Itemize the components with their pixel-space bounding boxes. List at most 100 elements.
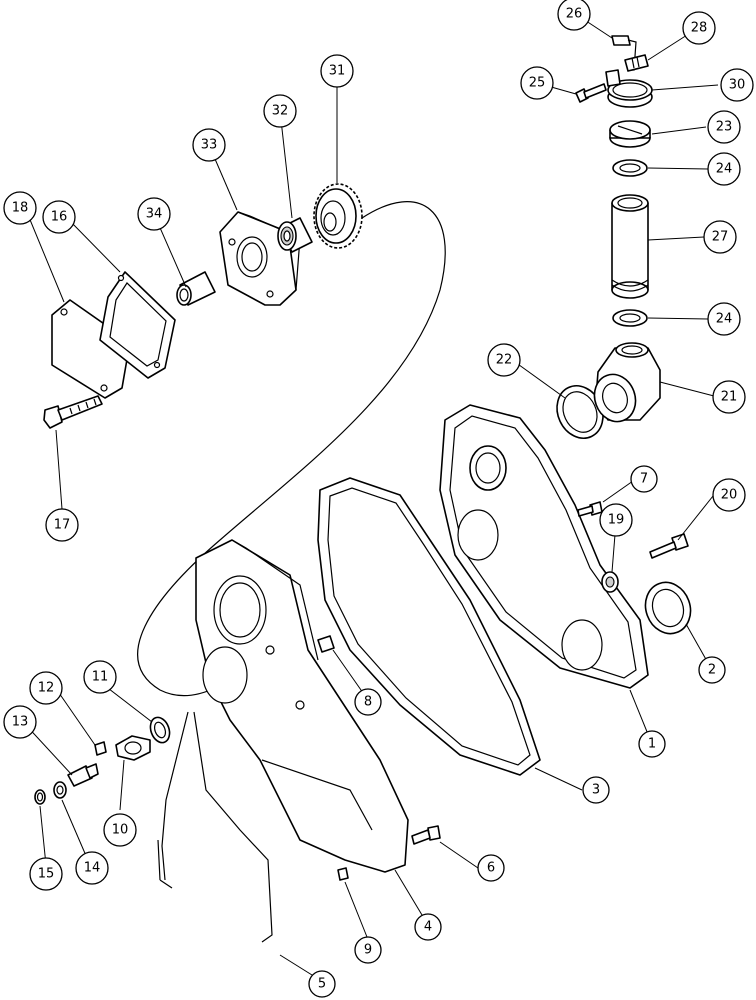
callout-label: 14 xyxy=(84,861,101,876)
callout: 30 xyxy=(720,68,754,102)
callout-label: 27 xyxy=(712,230,729,245)
callout-label: 21 xyxy=(721,390,738,405)
washer-part xyxy=(53,781,67,799)
callout: 19 xyxy=(599,503,633,537)
callout: 28 xyxy=(682,11,716,45)
callout: 24 xyxy=(707,302,741,336)
callout-label: 34 xyxy=(146,207,163,222)
bearing-part xyxy=(277,217,313,253)
filler-cap-part xyxy=(609,120,651,148)
callout-label: 25 xyxy=(529,76,546,91)
callout-label: 7 xyxy=(640,472,648,487)
callout-label: 20 xyxy=(721,488,738,503)
callout: 16 xyxy=(42,200,76,234)
water-outlet-part xyxy=(115,735,151,761)
filler-tube-part xyxy=(611,194,649,299)
callout-label: 13 xyxy=(12,715,29,730)
callout: 33 xyxy=(192,128,226,162)
callout-label: 22 xyxy=(496,353,513,368)
clamp-screw-part xyxy=(624,54,649,72)
callout: 4 xyxy=(414,913,442,941)
seal-ring-upper-part xyxy=(612,159,648,177)
housing-gasket-part xyxy=(157,711,273,943)
seal-ring-lower-part xyxy=(612,309,648,327)
callout: 24 xyxy=(707,152,741,186)
callout-label: 30 xyxy=(729,78,746,93)
housing-bolt-part xyxy=(317,635,335,653)
seal-part xyxy=(644,581,692,635)
gasket-part xyxy=(99,271,176,379)
filler-housing-part xyxy=(593,342,661,423)
callout-label: 28 xyxy=(691,21,708,36)
callout-label: 3 xyxy=(592,783,600,798)
callout-label: 24 xyxy=(716,162,733,177)
callout: 23 xyxy=(707,110,741,144)
callout: 34 xyxy=(137,197,171,231)
callout: 20 xyxy=(712,478,746,512)
callout: 8 xyxy=(354,688,382,716)
callout: 9 xyxy=(354,936,382,964)
callout: 2 xyxy=(698,656,726,684)
dowel-pin-part xyxy=(337,867,349,881)
callout: 7 xyxy=(630,465,658,493)
callout-label: 5 xyxy=(318,977,326,992)
callout: 32 xyxy=(263,94,297,128)
callout-label: 26 xyxy=(566,7,583,22)
gear-cover-gasket-part xyxy=(317,477,541,776)
callout-label: 11 xyxy=(92,670,109,685)
callout: 6 xyxy=(477,854,505,882)
callout: 18 xyxy=(3,191,37,225)
callout: 13 xyxy=(3,705,37,739)
idler-gear-part xyxy=(313,183,363,249)
callout: 1 xyxy=(638,730,666,758)
callout-label: 4 xyxy=(424,920,432,935)
callout-label: 24 xyxy=(716,312,733,327)
callout: 25 xyxy=(520,66,554,100)
callout-label: 33 xyxy=(201,138,218,153)
bushing-part xyxy=(176,271,216,306)
callout: 15 xyxy=(29,857,63,891)
callout-label: 12 xyxy=(38,681,55,696)
callout-label: 10 xyxy=(112,823,129,838)
front-cover-part xyxy=(439,404,649,689)
callout: 12 xyxy=(29,671,63,705)
outlet-ring-part xyxy=(149,716,171,744)
callout-label: 19 xyxy=(608,513,625,528)
callout: 3 xyxy=(582,776,610,804)
callout-label: 31 xyxy=(329,64,346,79)
callout: 11 xyxy=(83,660,117,694)
callout: 5 xyxy=(308,970,336,998)
flange-bolt-part xyxy=(411,825,441,845)
idler-housing-part xyxy=(219,211,301,306)
callout-label: 32 xyxy=(272,104,289,119)
callout-label: 23 xyxy=(716,120,733,135)
callout: 21 xyxy=(712,380,746,414)
callout-label: 2 xyxy=(708,663,716,678)
callout-label: 17 xyxy=(54,518,71,533)
adapter-part xyxy=(67,763,99,787)
gear-housing-part xyxy=(195,539,409,873)
callout: 26 xyxy=(557,0,591,31)
fitting-part xyxy=(94,741,107,756)
bolt-part xyxy=(43,395,103,429)
callout: 17 xyxy=(45,508,79,542)
plug-part xyxy=(601,571,619,593)
callout-label: 1 xyxy=(648,737,656,752)
callout: 31 xyxy=(320,54,354,88)
cover-bolt-part xyxy=(577,501,603,517)
callout-label: 18 xyxy=(12,201,29,216)
hose-clamp-part xyxy=(605,69,653,108)
clamp-bolt-part xyxy=(575,83,607,103)
callout-label: 16 xyxy=(51,210,68,225)
o-ring-part xyxy=(556,385,604,439)
snap-ring-part xyxy=(34,789,46,805)
callout-label: 15 xyxy=(38,867,55,882)
cover-plate-part xyxy=(51,299,131,399)
callout: 10 xyxy=(103,813,137,847)
callout: 22 xyxy=(487,343,521,377)
callout-label: 6 xyxy=(487,861,495,876)
callout: 14 xyxy=(75,851,109,885)
long-bolt-part xyxy=(649,533,689,559)
assembly-path-line xyxy=(137,201,446,697)
